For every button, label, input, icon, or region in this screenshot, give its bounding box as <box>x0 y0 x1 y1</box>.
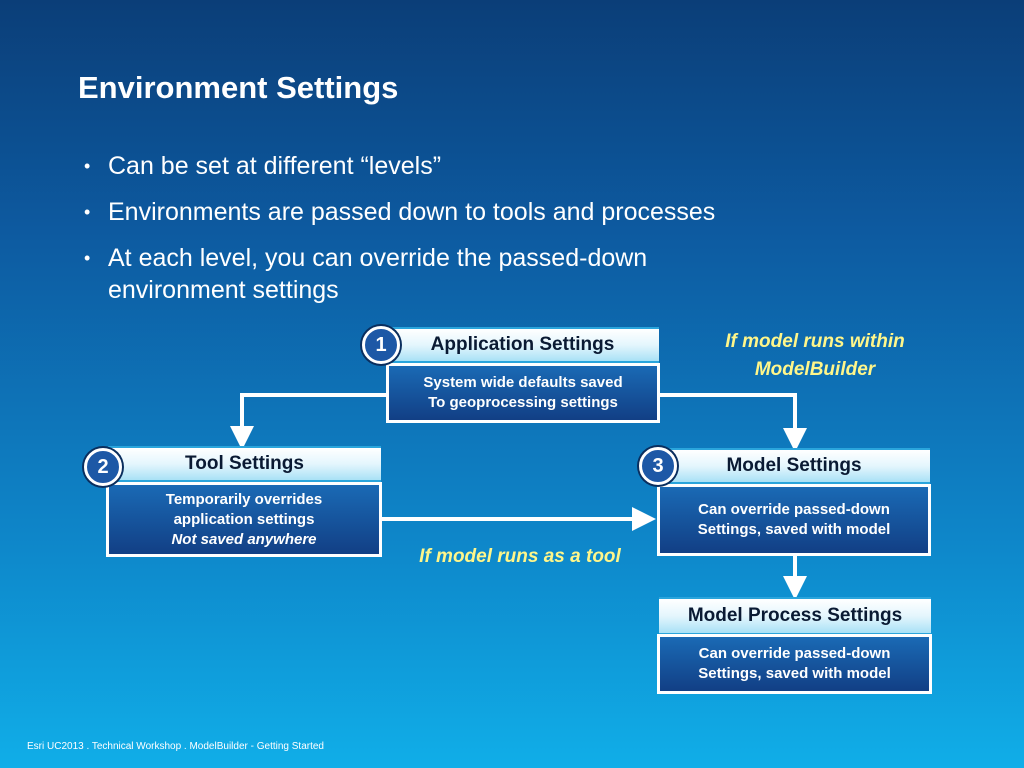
modelbuilder-note-line: If model runs within <box>725 331 905 352</box>
tool-settings-italic-line: Not saved anywhere <box>171 530 317 548</box>
application-settings-title: Application Settings <box>430 334 615 355</box>
step-number-badge-3: 3 <box>639 447 677 485</box>
slide-title: Environment Settings <box>78 70 399 105</box>
step-number-badge-2: 2 <box>84 448 122 486</box>
model-process-settings-title: Model Process Settings <box>687 605 903 626</box>
model-settings-title: Model Settings <box>726 455 862 476</box>
model-settings-line: Can override passed-down <box>698 501 890 518</box>
bullet-text: At each level, you can override the pass… <box>108 244 648 304</box>
application-settings-line: To geoprocessing settings <box>428 394 618 411</box>
model-process-settings-line: Settings, saved with model <box>698 665 891 682</box>
bullet-list: • Can be set at different “levels” • Env… <box>84 150 844 320</box>
step-number-badge-1: 1 <box>362 326 400 364</box>
arrow-app-to-model <box>659 393 807 452</box>
model-process-settings-line: Can override passed-down <box>698 645 891 662</box>
slide-footer: Esri UC2013 . Technical Workshop . Model… <box>27 741 324 752</box>
application-settings-body: System wide defaults saved To geoprocess… <box>386 363 660 423</box>
step-number: 2 <box>97 455 109 478</box>
model-settings-line: Settings, saved with model <box>697 521 891 538</box>
bullet-dot-icon: • <box>84 156 91 176</box>
application-settings-header: Application Settings <box>386 327 659 363</box>
model-settings-body: Can override passed-down Settings, saved… <box>657 484 931 556</box>
arrow-app-to-tool <box>230 393 386 450</box>
model-settings-header: Model Settings <box>658 448 930 484</box>
application-settings-line: System wide defaults saved <box>423 374 623 391</box>
tool-run-note: If model runs as a tool <box>419 546 621 567</box>
bullet-item: • Environments are passed down to tools … <box>84 196 844 228</box>
model-process-settings-header: Model Process Settings <box>659 597 931 635</box>
bullet-item: • Can be set at different “levels” <box>84 150 844 182</box>
tool-settings-line: Temporarily overrides <box>165 490 323 508</box>
step-number: 3 <box>652 454 664 477</box>
model-process-settings-body: Can override passed-down Settings, saved… <box>657 634 932 694</box>
modelbuilder-note: If model runs within ModelBuilder <box>690 328 940 384</box>
tool-settings-line: application settings <box>173 510 315 528</box>
tool-settings-title: Tool Settings <box>185 453 304 474</box>
bullet-dot-icon: • <box>84 248 91 268</box>
bullet-text: Environments are passed down to tools an… <box>108 198 716 226</box>
bullet-dot-icon: • <box>84 202 91 222</box>
step-number: 1 <box>375 333 387 356</box>
bullet-item: • At each level, you can override the pa… <box>84 242 758 306</box>
bullet-text: Can be set at different “levels” <box>108 152 442 180</box>
modelbuilder-note-line: ModelBuilder <box>754 359 876 380</box>
tool-settings-body: Temporarily overrides application settin… <box>106 482 382 557</box>
tool-settings-header: Tool Settings <box>108 446 381 482</box>
